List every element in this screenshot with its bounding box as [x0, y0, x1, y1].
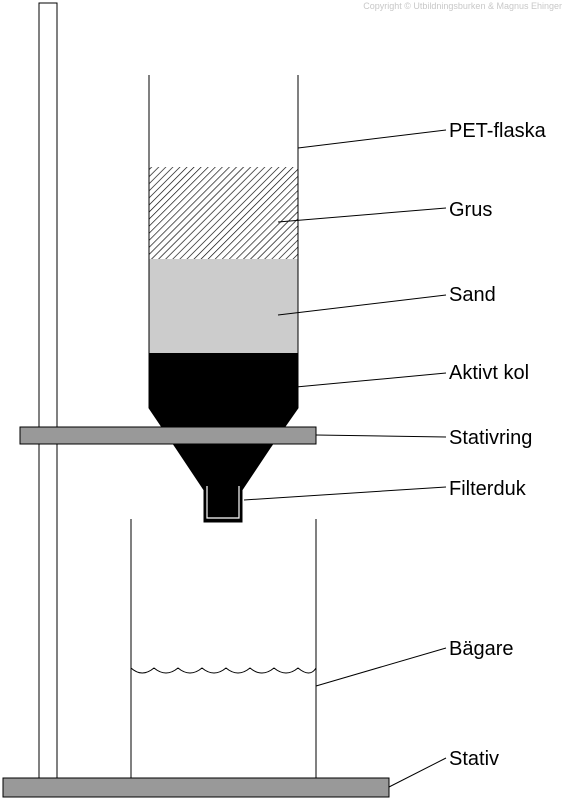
beaker: [130, 519, 317, 778]
stand-rod: [38, 2, 58, 780]
copyright-text: Copyright © Utbildningsburken & Magnus E…: [363, 1, 562, 11]
leader-bagare: [315, 647, 447, 687]
leader-stativring: [315, 434, 447, 438]
leader-stativ: [388, 757, 447, 788]
leader-pet-flaska: [297, 129, 447, 149]
label-stativring: Stativring: [449, 427, 532, 449]
stand-ring: [19, 426, 317, 445]
leader-aktivt-kol: [295, 372, 447, 388]
label-stativ: Stativ: [449, 748, 499, 770]
label-bagare: Bägare: [449, 638, 514, 660]
water-surface: [130, 667, 317, 674]
label-aktivt-kol: Aktivt kol: [449, 362, 529, 384]
leader-filterduk: [243, 486, 447, 501]
leader-grus: [277, 207, 447, 223]
label-pet-flaska: PET-flaska: [449, 120, 547, 142]
leader-sand: [277, 294, 447, 316]
gravel-layer: [149, 167, 298, 259]
label-sand: Sand: [449, 284, 496, 306]
stand-base: [2, 777, 390, 798]
filter-cloth: [206, 486, 240, 519]
sand-layer: [149, 259, 298, 353]
label-grus: Grus: [449, 199, 492, 221]
label-filterduk: Filterduk: [449, 478, 527, 500]
